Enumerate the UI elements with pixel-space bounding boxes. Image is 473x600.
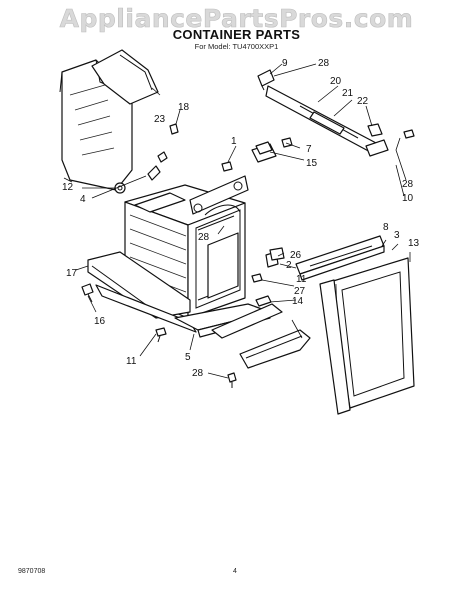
part-28-screw-bottom bbox=[227, 372, 237, 388]
callout-28-top: 28 bbox=[318, 58, 330, 69]
callout-14: 14 bbox=[292, 296, 304, 307]
callout-17: 17 bbox=[66, 268, 78, 279]
page-number: 4 bbox=[233, 568, 237, 575]
part-13-door-panel bbox=[319, 257, 415, 415]
part-18-clip bbox=[169, 123, 179, 135]
callout-4: 4 bbox=[80, 194, 86, 205]
part-26-bracket bbox=[265, 247, 285, 268]
callout-3: 3 bbox=[394, 230, 400, 241]
leader-lines bbox=[63, 63, 411, 379]
callout-26: 26 bbox=[290, 250, 302, 261]
callout-27: 27 bbox=[294, 286, 306, 297]
callout-9: 9 bbox=[282, 58, 288, 69]
callout-28-center: 28 bbox=[198, 232, 210, 243]
callout-15: 15 bbox=[306, 158, 318, 169]
part-2-frame-rail bbox=[295, 235, 385, 281]
callout-21: 21 bbox=[342, 88, 354, 99]
part-11-screws bbox=[155, 273, 263, 343]
callout-5: 5 bbox=[185, 352, 191, 363]
model-subtitle: For Model: TU4700XXP1 bbox=[194, 42, 279, 51]
callout-28-bottom: 28 bbox=[192, 368, 204, 379]
part-1-screw bbox=[221, 161, 233, 172]
callout-7: 7 bbox=[306, 144, 312, 155]
callout-28-right: 28 bbox=[402, 179, 414, 190]
part-16-screw bbox=[81, 283, 94, 303]
callout-10: 10 bbox=[402, 193, 414, 204]
callout-11-left: 11 bbox=[126, 356, 137, 367]
part-22-spring bbox=[367, 123, 383, 137]
callout-23: 23 bbox=[154, 114, 166, 125]
part-10-latch-end bbox=[365, 129, 415, 157]
callout-16: 16 bbox=[94, 316, 106, 327]
part-17-slide-rail bbox=[87, 251, 197, 333]
callout-11-right: 11 bbox=[296, 274, 307, 285]
callout-18: 18 bbox=[178, 102, 190, 113]
callout-2: 2 bbox=[286, 260, 292, 271]
callout-8: 8 bbox=[383, 222, 389, 233]
callout-12: 12 bbox=[62, 182, 74, 193]
callout-13: 13 bbox=[408, 238, 420, 249]
document-number: 9870708 bbox=[18, 568, 46, 575]
callout-labels: 1 2 3 4 5 7 8 9 10 11 11 12 13 14 15 16 … bbox=[62, 58, 420, 379]
part-14-handle bbox=[211, 295, 311, 369]
part-7-lock-bracket bbox=[251, 137, 293, 163]
callout-1: 1 bbox=[231, 136, 237, 147]
diagram-title: CONTAINER PARTS bbox=[172, 27, 301, 42]
watermark: AppliancePartsPros.com bbox=[59, 4, 414, 34]
callout-20: 20 bbox=[330, 76, 342, 87]
part-23-bag-cuff bbox=[91, 49, 159, 105]
callout-22: 22 bbox=[357, 96, 369, 107]
container-cabinet bbox=[124, 175, 249, 319]
